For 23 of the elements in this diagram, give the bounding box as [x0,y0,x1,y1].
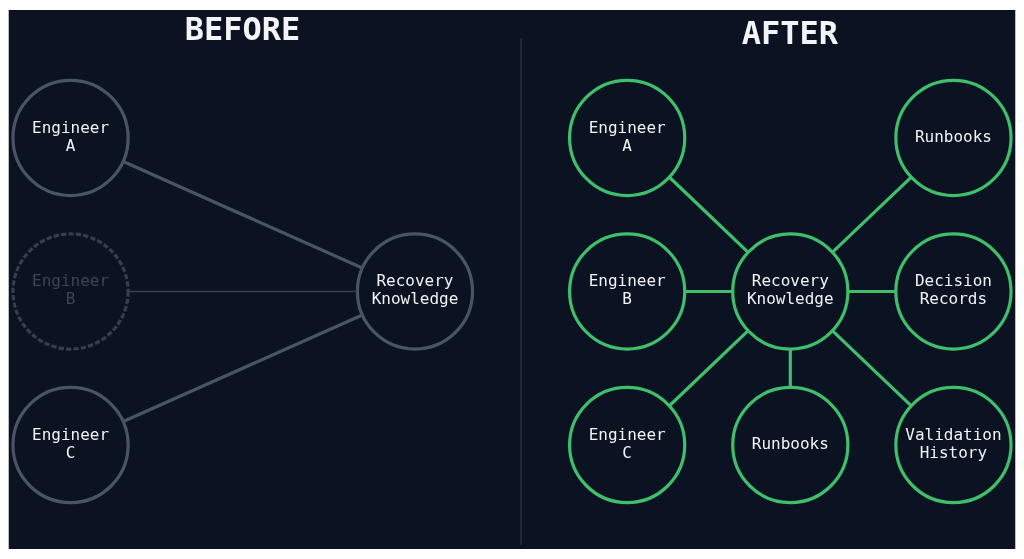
connector [831,176,913,254]
connector [668,329,749,407]
node-circle: Validation History [894,385,1013,505]
connector [685,289,733,294]
label: AFTER [741,14,839,53]
connector [127,290,358,293]
connector [831,329,913,407]
node-circle: Engineer A [11,78,130,198]
node-circle: Engineer C [11,385,130,505]
connector [122,159,363,270]
connector [122,313,363,423]
node-circle: Runbooks [894,78,1013,198]
node-circle: Recovery Knowledge [355,232,475,351]
label: BEFORE [184,9,301,48]
node-circle: Engineer B [568,232,687,351]
connector [788,349,792,388]
node-circle: Runbooks [731,385,850,505]
node-circle: Engineer A [568,78,687,198]
node-circle: Recovery Knowledge [731,232,850,351]
connector [668,176,749,254]
connector [848,289,896,294]
node-circle: Decision Records [894,232,1013,351]
node-circle: Engineer C [568,385,687,505]
